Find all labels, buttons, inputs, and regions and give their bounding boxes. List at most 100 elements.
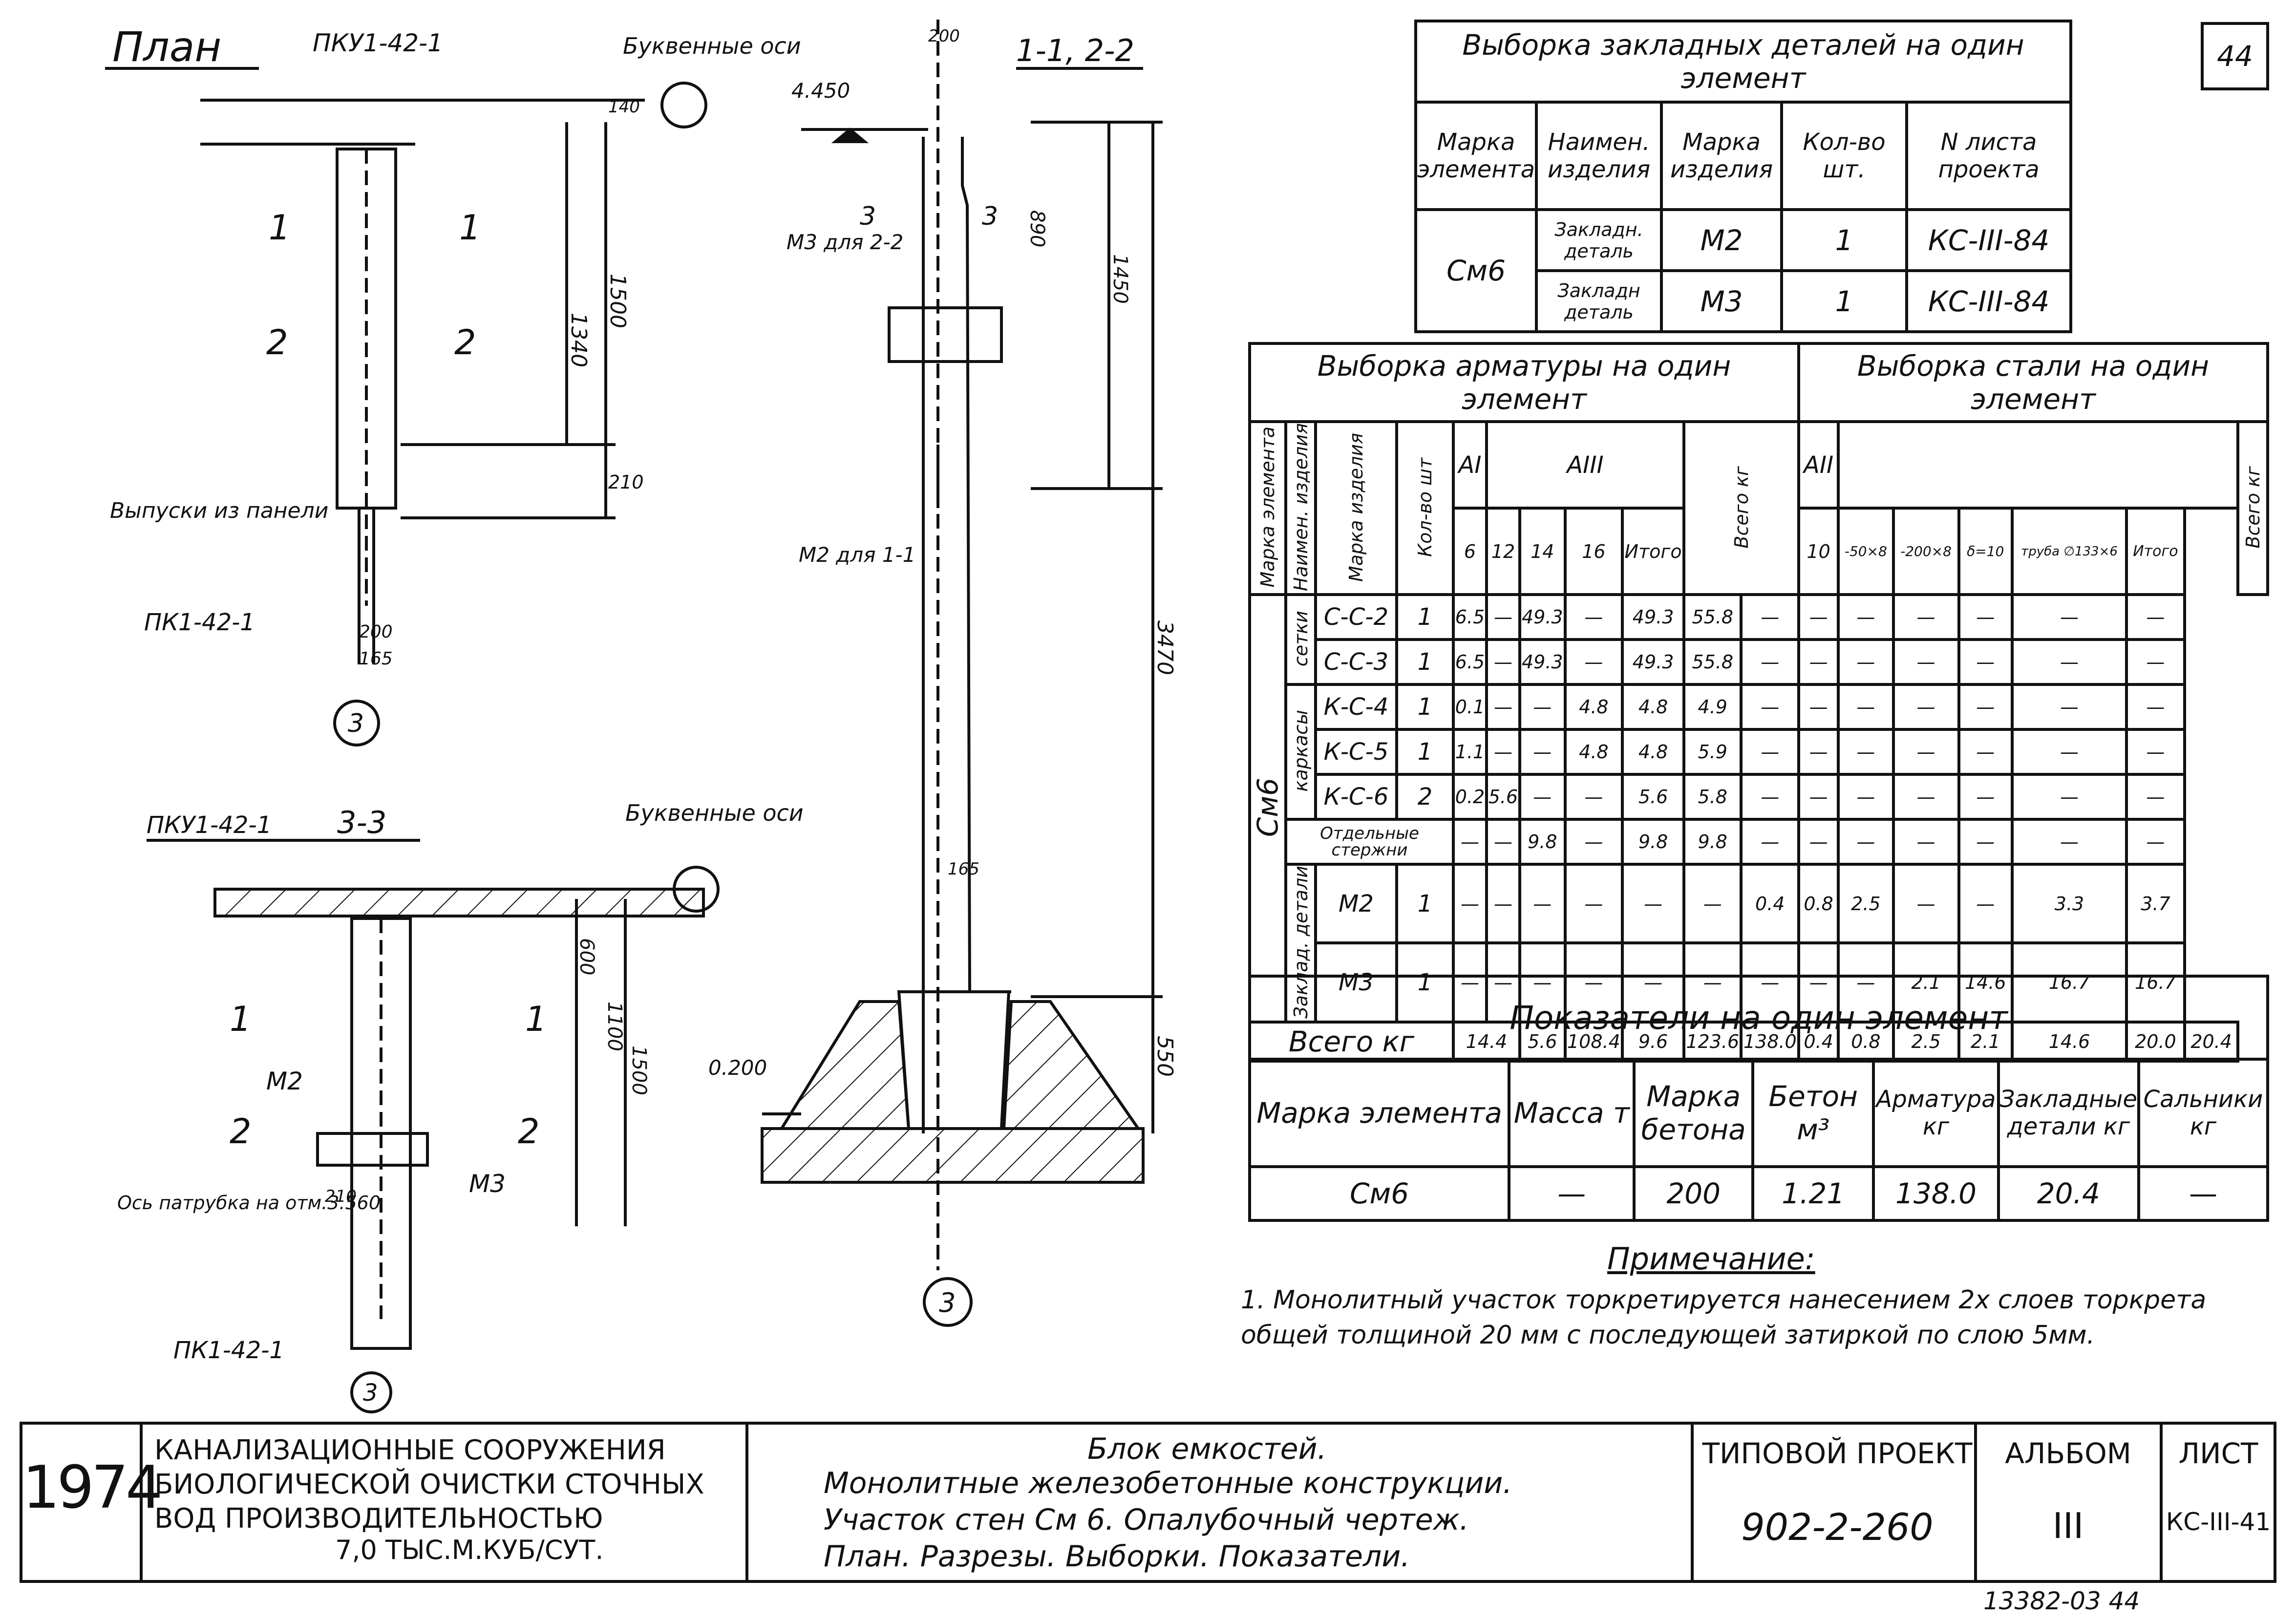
rebar-cell: 5.6: [1485, 773, 1521, 821]
subcol-14: 14: [1518, 506, 1567, 597]
typ-value: 902-2-260: [1741, 1505, 1934, 1549]
dim-210-33: 210: [325, 1187, 357, 1206]
year: 1974: [22, 1454, 163, 1522]
rebar-cell: —: [1563, 638, 1624, 686]
m3-label: М3 для 2-2: [787, 230, 903, 254]
dim-200-plan: 200: [359, 622, 393, 642]
rebar-cell: —: [1892, 593, 1960, 641]
rebar-cell: —: [1957, 773, 2014, 821]
rebar-h-name: Наимен. изделия: [1284, 420, 1317, 597]
rebar-cell: 5.6: [1621, 773, 1686, 821]
ind-h-rebar: Арматура кг: [1872, 1058, 2000, 1168]
rebar-cell: —: [2125, 728, 2186, 776]
emb-row2-sheet: КС-III-84: [1905, 269, 2073, 333]
rebar-cell: 4.8: [1563, 728, 1624, 776]
rebar-cell: —: [1892, 863, 1960, 945]
rebar-cell: —: [1957, 638, 2014, 686]
rebar-qty: 1: [1395, 683, 1455, 731]
rebar-cell: 6.5: [1452, 593, 1488, 641]
rebar-h-qty: Кол-во шт: [1395, 420, 1455, 597]
cut-1-33-left: 1: [230, 999, 252, 1039]
rebar-cell: —: [1837, 593, 1895, 641]
desc-line3: Участок стен См 6. Опалубочный чертеж.: [824, 1503, 1469, 1537]
rebar-group-bars: Отдельные стержни: [1284, 818, 1455, 866]
rebar-cell: —: [1957, 863, 2014, 945]
sheet-number: 44: [2217, 40, 2253, 73]
desc-line2: Монолитные железобетонные конструкции.: [824, 1466, 1512, 1500]
rebar-mark: К-С-4: [1314, 683, 1398, 731]
elev-bottom: 0.200: [708, 1056, 767, 1080]
rebar-cell: 5.8: [1682, 773, 1743, 821]
emb-h-element: Марка элемента: [1414, 101, 1538, 211]
desc-line1: Блок емкостей.: [1087, 1432, 1327, 1466]
pk-mark-33: ПК1-42-1: [173, 1337, 284, 1364]
rebar-cell: 4.8: [1621, 683, 1686, 731]
m2-label-33: М2: [266, 1067, 303, 1095]
rebar-cell: 6.5: [1452, 638, 1488, 686]
rebar-cell: —: [1740, 728, 1800, 776]
letter-axes-label: Буквенные оси: [623, 33, 801, 59]
dim-165-plan: 165: [359, 649, 393, 669]
emb-row2-mark: М3: [1660, 269, 1784, 333]
emb-h-qty: Кол-во шт.: [1780, 101, 1909, 211]
dim-165-section: 165: [948, 859, 979, 879]
sheet-value: КС-III-41: [2166, 1508, 2271, 1536]
ind-row-glands: —: [2137, 1165, 2270, 1222]
rebar-h-total2: Всего кг: [2236, 420, 2269, 597]
plan-title: План: [112, 23, 221, 71]
rebar-cell: —: [1485, 683, 1521, 731]
rebar-cell: —: [2011, 818, 2128, 866]
rebar-cell: —: [1740, 683, 1800, 731]
subcol-10: 10: [1797, 506, 1840, 597]
rebar-cell: —: [1837, 773, 1895, 821]
subcol-tube: труба ∅133×6: [2011, 506, 2128, 597]
rebar-mark: М2: [1314, 863, 1398, 945]
rebar-cell: —: [2125, 773, 2186, 821]
rebar-h-element: Марка элемента: [1248, 420, 1287, 597]
emb-row2-name: Закладн деталь: [1535, 269, 1663, 333]
rebar-cell: —: [1892, 773, 1960, 821]
rebar-cell: —: [1563, 863, 1624, 945]
rebar-h-a1: АI: [1452, 420, 1488, 510]
rebar-cell: 9.8: [1621, 818, 1686, 866]
rebar-h-a2: АII: [1797, 420, 1840, 510]
cut-3-right: 3: [982, 202, 998, 231]
cut-1-33-right: 1: [525, 999, 547, 1039]
subcol-16: 16: [1563, 506, 1624, 597]
rebar-cell: —: [1740, 638, 1800, 686]
sheet-label: ЛИСТ: [2178, 1437, 2258, 1470]
embedded-parts-table: Выборка закладных деталей на один элемен…: [1414, 20, 2073, 333]
rebar-table: Выборка арматуры на один элемент Выборка…: [1248, 342, 2269, 1063]
rebar-h-total: Всего кг: [1682, 420, 1800, 597]
rebar-mark: С-С-2: [1314, 593, 1398, 641]
rebar-cell: —: [1563, 593, 1624, 641]
rebar-cell: 55.8: [1682, 593, 1743, 641]
cut-2-33-left: 2: [230, 1111, 252, 1152]
rebar-qty: 2: [1395, 773, 1455, 821]
ind-h-mass: Масса т: [1508, 1058, 1636, 1168]
ind-h-element: Марка элемента: [1248, 1058, 1511, 1168]
rebar-cell: —: [1837, 728, 1895, 776]
rebar-cell: —: [1957, 728, 2014, 776]
rebar-cell: 1.1: [1452, 728, 1488, 776]
subcol-itogo: Итого: [1621, 506, 1686, 597]
emb-row1-sheet: КС-III-84: [1905, 208, 2073, 272]
rebar-cell: —: [1740, 818, 1800, 866]
rebar-cell: 49.3: [1518, 638, 1567, 686]
rebar-cell: —: [2011, 638, 2128, 686]
emb-row1-mark: М2: [1660, 208, 1784, 272]
rebar-cell: —: [1892, 638, 1960, 686]
m2-label: М2 для 1-1: [799, 543, 915, 567]
dim-3470: 3470: [1152, 620, 1177, 675]
ind-h-concrete: Бетон м³: [1751, 1058, 1875, 1168]
cut-1-left: 1: [269, 208, 291, 248]
ind-row-mass: —: [1508, 1165, 1636, 1222]
axis-note: Ось патрубка на отм.3.560: [117, 1192, 381, 1214]
ind-row-element: См6: [1248, 1165, 1511, 1222]
note-text: 1. Монолитный участок торкретируется нан…: [1241, 1285, 2207, 1350]
rebar-cell: —: [1621, 863, 1686, 945]
rebar-cell: —: [2125, 593, 2186, 641]
